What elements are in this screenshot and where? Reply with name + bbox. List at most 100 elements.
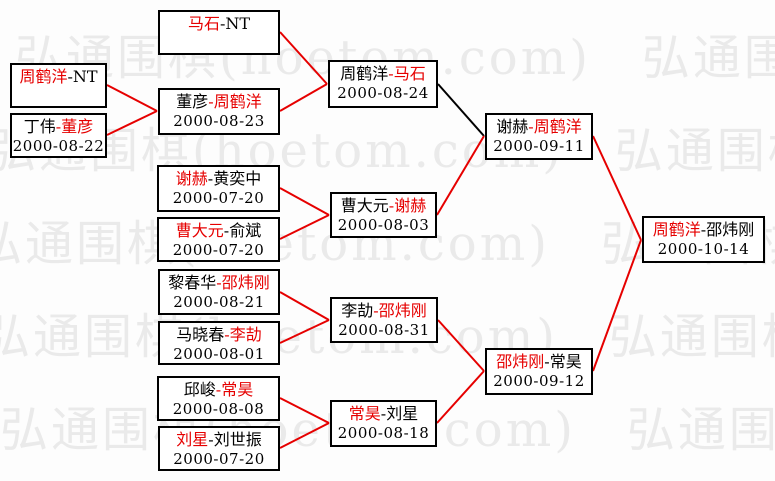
connector-maxiaochun-lijie-to-lijie-shaoweigang: [279, 319, 330, 344]
player2-name: 刘世振: [213, 430, 262, 449]
separator: -: [528, 117, 534, 136]
match-date: 2000-07-20: [172, 241, 265, 259]
match-players: 周鹤洋-NT: [12, 67, 105, 87]
separator: -: [215, 380, 222, 399]
match-date: 2000-08-22: [12, 137, 105, 155]
connector-caodayuan-xiehe-to-xiehe-zhouheyang: [436, 135, 485, 216]
player1-name: 周鹤洋: [652, 220, 701, 239]
separator: -: [388, 64, 394, 83]
player2-name: 邵炜刚: [706, 220, 755, 239]
player1-name: 马石: [187, 14, 220, 33]
match-date: 2000-09-11: [493, 137, 585, 155]
match-mashi-nt: 马石-NT: [158, 10, 280, 55]
player2-name: 黄奕中: [213, 169, 262, 188]
match-players: 丁伟-董彦: [12, 117, 105, 137]
match-shaoweigang-changhao: 邵炜刚-常昊 2000-09-12: [485, 348, 593, 395]
separator: -: [373, 301, 379, 320]
match-date: 2000-07-20: [173, 450, 265, 468]
match-lichunhua-shaoweigang: 黎春华-邵炜刚 2000-08-21: [158, 269, 280, 315]
match-players: 马晓春-李劼: [160, 325, 278, 345]
match-players: 谢赫-周鹤洋: [487, 117, 591, 137]
connector-lijie-shaoweigang-to-shaoweigang-changhao: [437, 319, 485, 372]
player1-name: 常昊: [348, 404, 381, 423]
connector-xiehe-zhouheyang-to-zhouheyang-shaoweigang-final: [592, 135, 642, 241]
separator: -: [67, 67, 73, 86]
player1-name: 谢赫: [496, 117, 529, 136]
player1-name: 曹大元: [175, 221, 224, 240]
player2-name: NT: [72, 67, 98, 86]
match-qiujun-changhao: 邱峻-常昊 2000-08-08: [157, 376, 280, 421]
player1-name: 刘星: [176, 430, 209, 449]
player1-name: 董彦: [176, 92, 209, 111]
match-xiehe-zhouheyang: 谢赫-周鹤洋 2000-09-11: [485, 113, 593, 160]
player2-name: 李劼: [229, 325, 262, 344]
player2-name: 邵炜刚: [378, 301, 427, 320]
player1-name: 黎春华: [168, 273, 217, 292]
separator: -: [700, 220, 707, 239]
player2-name: 周鹤洋: [533, 117, 582, 136]
match-date: 2000-10-14: [657, 240, 750, 258]
player1-name: 邵炜刚: [496, 352, 545, 371]
match-xiehe-huangyizhong: 谢赫-黄奕中 2000-07-20: [157, 165, 280, 212]
match-caodayuan-yubin: 曹大元-俞斌 2000-07-20: [157, 217, 280, 262]
player1-name: 马晓春: [176, 325, 225, 344]
player2-name: 周鹤洋: [213, 92, 262, 111]
connector-shaoweigang-changhao-to-zhouheyang-shaoweigang-final: [592, 239, 642, 372]
connector-dongyan-zhouheyang-to-zhouheyang-mashi: [279, 83, 328, 112]
match-players: 刘星-刘世振: [160, 430, 278, 450]
match-date: 2000-07-20: [172, 189, 265, 207]
player1-name: 李劼: [341, 301, 374, 320]
player2-name: 俞斌: [229, 221, 262, 240]
match-zhouheyang-mashi: 周鹤洋-马石 2000-08-24: [328, 60, 438, 108]
player2-name: NT: [225, 14, 251, 33]
connector-changhao-liuxing-to-shaoweigang-changhao: [436, 370, 485, 424]
player2-name: 刘星: [386, 404, 419, 423]
separator: -: [208, 92, 214, 111]
match-players: 曹大元-谢赫: [332, 196, 435, 216]
match-players: 周鹤洋-马石: [330, 64, 436, 84]
match-date: 2000-08-03: [337, 216, 430, 234]
separator: -: [388, 196, 395, 215]
match-players: 邵炜刚-常昊: [487, 352, 591, 372]
match-date: 2000-08-08: [172, 400, 265, 418]
match-date: 2000-08-01: [173, 345, 265, 363]
match-players: 李劼-邵炜刚: [332, 301, 436, 321]
player2-name: 马石: [393, 64, 426, 83]
match-zhouheyang-nt: 周鹤洋-NT: [10, 63, 107, 108]
connector-lichunhua-shaoweigang-to-lijie-shaoweigang: [279, 291, 330, 321]
match-players: 黎春华-邵炜刚: [160, 273, 278, 293]
match-date: 2000-08-21: [173, 293, 265, 311]
match-players: 曹大元-俞斌: [159, 221, 278, 241]
match-lijie-shaoweigang: 李劼-邵炜刚 2000-08-31: [330, 297, 438, 343]
player2-name: 常昊: [221, 380, 254, 399]
match-date: 2000-09-12: [493, 372, 585, 390]
player1-name: 丁伟: [23, 117, 56, 136]
separator: -: [208, 430, 214, 449]
player1-name: 周鹤洋: [340, 64, 389, 83]
separator: -: [219, 14, 226, 33]
player2-name: 邵炜刚: [221, 273, 270, 292]
player2-name: 董彦: [61, 117, 94, 136]
player1-name: 曹大元: [340, 196, 389, 215]
match-date: 2000-08-31: [338, 321, 430, 339]
connector-xiehe-huangyizhong-to-caodayuan-xiehe: [279, 187, 330, 216]
match-players: 邱峻-常昊: [159, 380, 278, 400]
separator: -: [224, 325, 230, 344]
connector-zhouheyang-mashi-to-xiehe-zhouheyang: [437, 83, 485, 137]
match-date: 2000-08-24: [337, 84, 429, 102]
match-players: 董彦-周鹤洋: [160, 92, 278, 112]
match-dongyan-zhouheyang: 董彦-周鹤洋 2000-08-23: [158, 88, 280, 135]
match-players: 周鹤洋-邵炜刚: [644, 220, 763, 240]
player2-name: 常昊: [549, 352, 582, 371]
match-players: 常昊-刘星: [332, 404, 435, 424]
match-players: 马石-NT: [160, 14, 278, 34]
match-date: 2000-08-23: [173, 112, 265, 130]
connector-dingwei-dongyan-to-dongyan-zhouheyang: [106, 110, 158, 136]
connector-liuxing-liushizhen-to-changhao-liuxing: [279, 422, 330, 449]
match-final-zhouheyang-shaoweigang: 周鹤洋-邵炜刚 2000-10-14: [642, 216, 765, 263]
match-date: 2000-08-18: [337, 424, 430, 442]
connector-zhouheyang-nt-to-dongyan-zhouheyang: [106, 84, 158, 112]
separator: -: [544, 352, 550, 371]
